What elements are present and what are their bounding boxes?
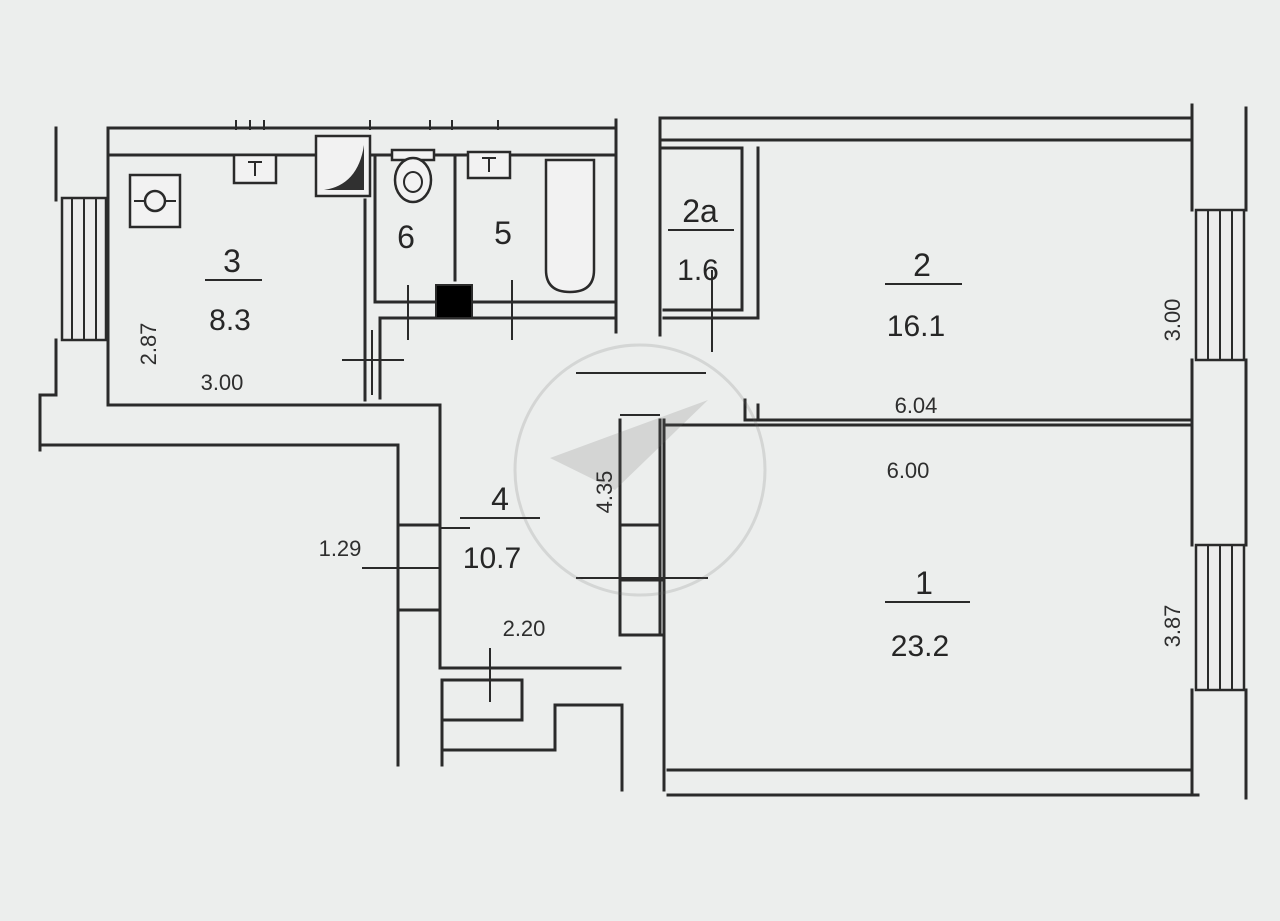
bottom-wall-room1 [662,418,1200,797]
bathtub-icon [544,158,596,294]
room-1-number: 1 [915,565,933,601]
bath-bottom-wall [373,300,618,320]
vent-marks [235,120,499,130]
partition-room1-room2 [662,398,1194,427]
walls [38,103,1248,800]
corridor-length-dim: 1.29 [319,536,362,561]
room1-height-dim: 3.87 [1160,605,1185,648]
closet-walls [658,146,760,320]
room1-width-dim: 6.00 [887,458,930,483]
kitchen-height-dim: 2.87 [136,323,161,366]
room-6-number: 6 [397,219,415,255]
right-exterior-wall [1190,103,1248,800]
room-2-number: 2 [913,247,931,283]
kitchen-width-dim: 3.00 [201,370,244,395]
room-4-area: 10.7 [463,542,521,575]
hall-height-dim: 4.35 [592,471,617,514]
room-4-number: 4 [491,481,509,517]
sink-icon [232,153,278,185]
room-2-area: 16.1 [887,310,945,343]
windows [60,120,1246,692]
fixtures [128,134,596,294]
washbasin-icon [466,150,512,180]
room-2a-number: 2a [682,193,718,229]
stove-icon [128,173,182,229]
corridor-wall-left [614,118,666,637]
window-room1 [1194,543,1246,692]
room-1-area: 23.2 [891,630,949,663]
room-2a-area: 1.6 [677,254,719,287]
room-5-number: 5 [494,215,512,251]
room2-width-dim: 6.04 [895,393,938,418]
watermark-logo [513,343,767,597]
room-3-area: 8.3 [209,304,251,337]
room-labels: 3 8.3 6 5 2a 1.6 2 16.1 4 10.7 1 23.2 [205,193,970,663]
hall-width-dim: 2.20 [503,616,546,641]
boiler-icon [314,134,372,198]
room-3-number: 3 [223,243,241,279]
room2-height-dim: 3.00 [1160,299,1185,342]
window-room2 [1194,208,1246,362]
dimension-labels: 2.87 3.00 3.00 6.04 6.00 3.87 4.35 2.20 … [136,299,1185,648]
door-marks [342,270,713,702]
toilet-icon [390,148,436,204]
kitchen-bottom-wall [38,403,622,767]
corridor-stubs [396,523,666,612]
window-kitchen [60,196,108,342]
kitchen-right-wall [363,198,382,402]
entrance-walls [440,678,624,792]
left-exterior-wall [38,126,58,452]
top-wall-right [658,116,1194,337]
